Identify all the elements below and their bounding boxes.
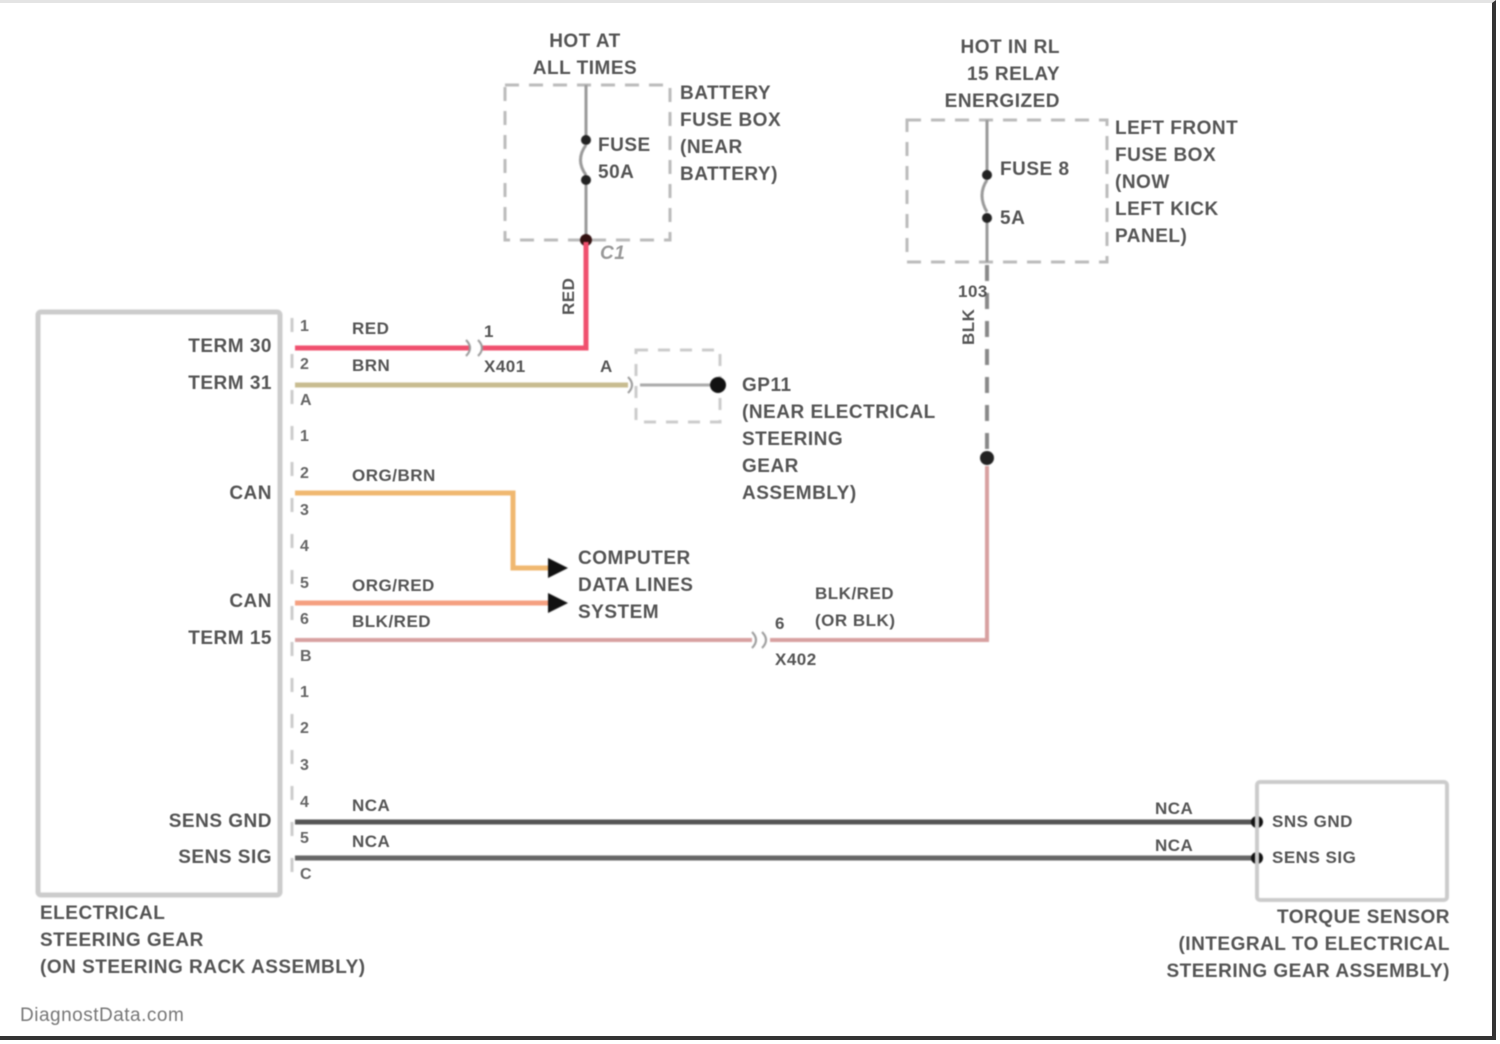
pin-2: 2 (300, 356, 309, 373)
wire-label-org-brn: ORG/BRN (352, 466, 436, 485)
wire-label-nca-4: NCA (1155, 836, 1194, 855)
pin-3: 3 (300, 502, 309, 519)
hot-at-all-times-label: HOT AT ALL TIMES (532, 31, 638, 79)
pin-4: 4 (300, 794, 309, 811)
pin-1: 1 (300, 318, 309, 335)
inline-pin-1: 1 (484, 322, 494, 341)
wire-label-nca-3: NCA (1155, 799, 1194, 818)
splice-icon (980, 451, 994, 465)
fuse-8-label: FUSE 8 (1000, 159, 1070, 180)
computer-data-lines-label: COMPUTER DATA LINES SYSTEM (578, 548, 694, 623)
fuse-terminal-icon (581, 135, 591, 145)
connector-103-label: 103 (958, 282, 988, 301)
terminal-sens-sig: SENS SIG (178, 847, 272, 868)
hot-in-rl15-label: HOT IN RL 15 RELAY ENERGIZED (944, 37, 1060, 112)
wire-label-blk-red: BLK/RED (352, 612, 432, 631)
pin-b: B (300, 648, 312, 665)
terminal-can-low: CAN (229, 591, 272, 612)
terminal-term31: TERM 31 (188, 373, 272, 394)
ground-gp11-label: GP11 (NEAR ELECTRICAL STEERING GEAR ASSE… (742, 375, 936, 504)
terminal-term30: TERM 30 (188, 336, 272, 357)
steering-gear-box (35, 309, 283, 898)
torque-sensor-label: TORQUE SENSOR (INTEGRAL TO ELECTRICAL ST… (1166, 907, 1450, 982)
connector-c1-label: C1 (600, 243, 626, 264)
fuse-icon (579, 144, 588, 176)
torque-terminal-sens-sig: SENS SIG (1272, 848, 1357, 867)
torque-terminal-sns-gnd: SNS GND (1272, 812, 1353, 831)
fuse-icon (980, 179, 989, 213)
inline-connector-icon (465, 339, 483, 357)
fuse-50a-label: FUSE 50A (598, 135, 651, 183)
fuse-terminal-icon (982, 170, 992, 180)
fuse-5a-label: 5A (1000, 208, 1026, 229)
arrow-icon (548, 558, 568, 578)
wire-label-brn: BRN (352, 356, 391, 375)
left-front-fuse-box-label: LEFT FRONT FUSE BOX (NOW LEFT KICK PANEL… (1115, 118, 1239, 247)
terminal-term15: TERM 15 (188, 628, 272, 649)
pin-1: 1 (300, 428, 309, 445)
pin-4: 4 (300, 538, 309, 555)
splice-icon (580, 234, 592, 246)
wire-label-red: RED (352, 319, 390, 338)
pin-5: 5 (300, 575, 309, 592)
battery-fuse-box-label: BATTERY FUSE BOX (NEAR BATTERY) (680, 83, 782, 185)
pin-2: 2 (300, 465, 309, 482)
watermark: DiagnostData.com (20, 1005, 185, 1026)
terminal-sens-gnd: SENS GND (168, 811, 272, 832)
torque-sensor-box (1255, 780, 1449, 902)
steering-gear-label: ELECTRICAL STEERING GEAR (ON STEERING RA… (40, 903, 366, 978)
riser-red-label: RED (559, 277, 578, 315)
wire-label-nca-1: NCA (352, 796, 391, 815)
inline-connector-x402: X402 (775, 650, 817, 669)
pin-5: 5 (300, 830, 309, 847)
inline-connector-x401: X401 (484, 357, 526, 376)
inline-connector-icon (751, 631, 767, 649)
wire-label-blk-red-alt: BLK/RED (OR BLK) (815, 584, 896, 630)
arrow-icon (548, 593, 568, 613)
pin-3: 3 (300, 757, 309, 774)
wire-label-org-red: ORG/RED (352, 576, 435, 595)
wire-org-brn (295, 490, 548, 571)
pin-c: C (300, 866, 312, 883)
left-front-fuse-box (905, 118, 1109, 264)
ground-icon (710, 377, 726, 393)
pin-a: A (300, 392, 312, 409)
wire-label-nca-2: NCA (352, 832, 391, 851)
pin-6: 6 (300, 611, 309, 628)
terminal-can-high: CAN (229, 483, 272, 504)
pin-1: 1 (300, 684, 309, 701)
inline-pin-6: 6 (775, 614, 785, 633)
ground-pin-a: A (600, 357, 613, 376)
riser-blk-label: BLK (959, 308, 978, 345)
pin-2: 2 (300, 720, 309, 737)
